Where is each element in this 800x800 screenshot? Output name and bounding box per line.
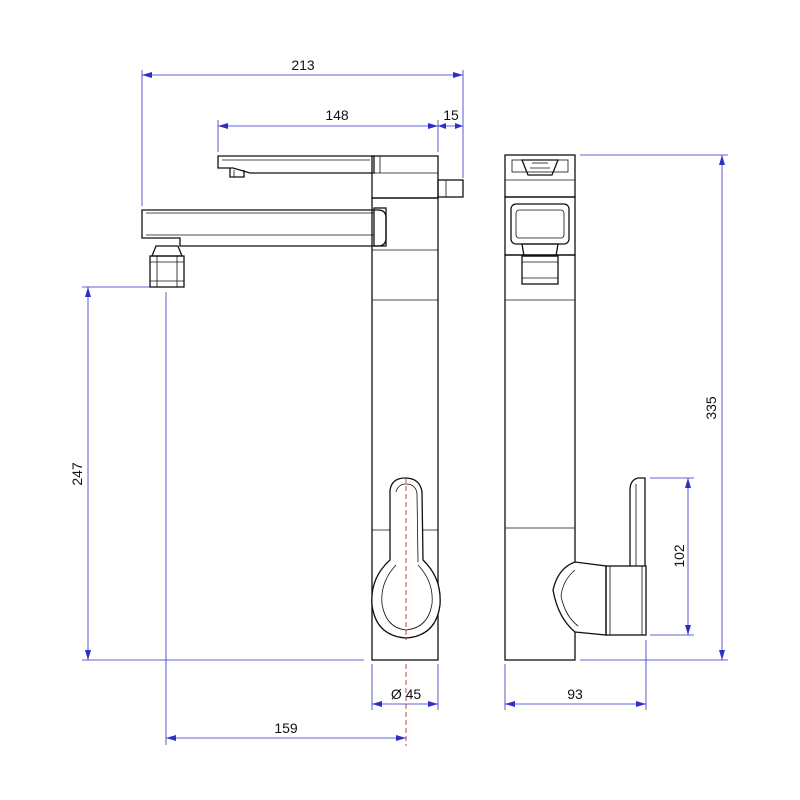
body-cap [371,155,464,199]
front-view [141,155,464,661]
side-body-column [504,254,576,661]
front-lever [371,477,441,640]
dim-label-213: 213 [291,57,315,73]
aerator [149,245,185,288]
dimension-148 [217,120,439,152]
dim-label-d45: Ø 45 [391,686,422,702]
dimension-213 [141,70,464,206]
dimension-247 [82,286,364,661]
side-cap [504,154,576,198]
dim-label-93: 93 [567,686,583,702]
body-column [371,197,439,661]
dimension-93 [504,640,647,710]
top-handle [217,155,375,178]
dimension-15 [438,123,463,129]
dim-label-148: 148 [325,107,349,123]
dim-label-247: 247 [69,462,85,486]
side-view [504,154,647,661]
dimension-d45 [371,664,439,746]
side-lever [552,477,647,636]
dim-label-15: 15 [443,107,459,123]
spout-arm [141,207,387,247]
dim-label-335: 335 [703,396,719,420]
dimension-335 [580,154,728,661]
dimension-102 [650,477,694,636]
dim-label-102: 102 [671,544,687,568]
side-spout-section [504,196,576,285]
dim-label-159: 159 [274,720,298,736]
dimension-159 [165,292,406,745]
